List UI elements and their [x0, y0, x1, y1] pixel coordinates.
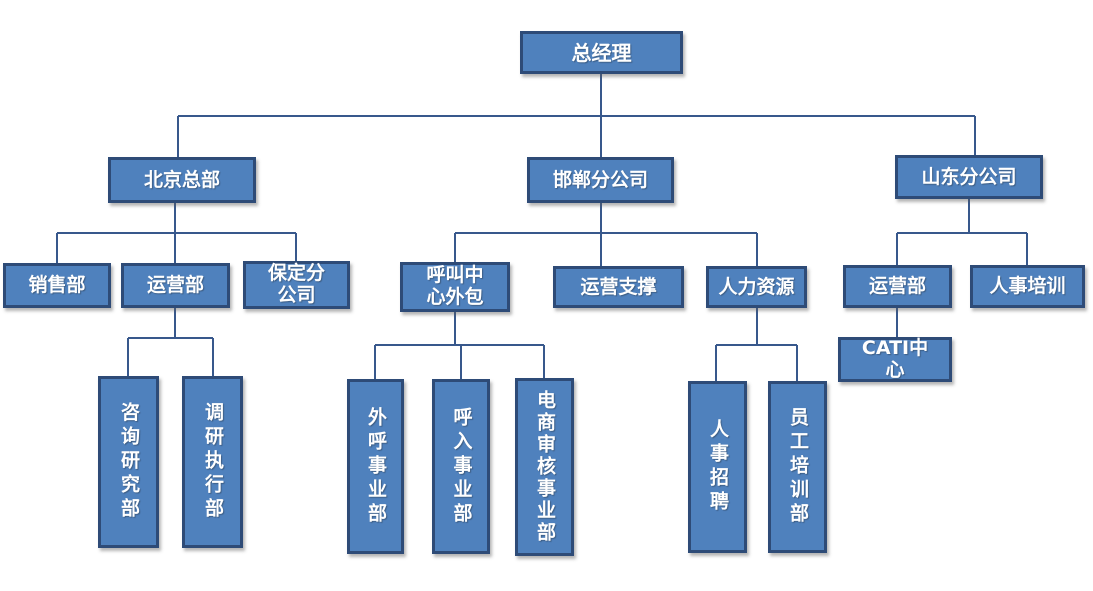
node-baoding-branch: 保定分公司	[243, 261, 350, 309]
node-label: 呼叫中心外包	[426, 264, 484, 308]
node-label: 山东分公司	[921, 165, 1017, 188]
node-hr-training: 人事培训	[970, 265, 1085, 308]
node-general-manager: 总经理	[520, 31, 683, 74]
node-label: 电商审核事业部	[534, 390, 556, 544]
node-label: 销售部	[28, 274, 86, 297]
node-label: 保定分公司	[267, 262, 325, 306]
node-label: 咨询研究部	[118, 402, 140, 522]
node-operations-support: 运营支撑	[553, 266, 684, 308]
node-label: 人事培训	[989, 275, 1066, 298]
node-label: 运营部	[146, 274, 204, 297]
node-label: CATI中心	[861, 336, 929, 381]
node-employee-training-dept: 员工培训部	[768, 381, 827, 553]
node-handan-branch: 邯郸分公司	[527, 157, 674, 203]
node-consulting-research-dept: 咨询研究部	[98, 376, 159, 548]
node-outbound-call-division: 外呼事业部	[347, 379, 404, 554]
node-call-center-outsourcing: 呼叫中心外包	[400, 262, 510, 312]
node-sales-dept: 销售部	[3, 263, 111, 308]
node-label: 调研执行部	[202, 402, 224, 522]
node-inbound-call-division: 呼入事业部	[432, 379, 490, 554]
node-cati-center: CATI中心	[838, 337, 952, 382]
node-label: 员工培训部	[787, 407, 809, 527]
node-human-resources: 人力资源	[706, 266, 807, 308]
node-research-execution-dept: 调研执行部	[182, 376, 243, 548]
node-label: 人事招聘	[707, 419, 729, 515]
node-label: 运营支撑	[580, 275, 657, 298]
node-label: 邯郸分公司	[552, 168, 648, 191]
node-hr-recruitment: 人事招聘	[688, 381, 747, 553]
node-operations-dept-bj: 运营部	[121, 263, 230, 308]
node-ecommerce-audit-division: 电商审核事业部	[515, 378, 574, 556]
node-label: 呼入事业部	[450, 406, 473, 527]
node-operations-dept-sd: 运营部	[843, 265, 952, 308]
node-label: 总经理	[571, 40, 632, 65]
node-shandong-branch: 山东分公司	[895, 155, 1043, 199]
node-label: 运营部	[868, 275, 926, 298]
node-label: 北京总部	[143, 168, 220, 191]
node-label: 人力资源	[718, 275, 795, 298]
node-beijing-hq: 北京总部	[108, 157, 256, 203]
node-label: 外呼事业部	[365, 406, 387, 527]
